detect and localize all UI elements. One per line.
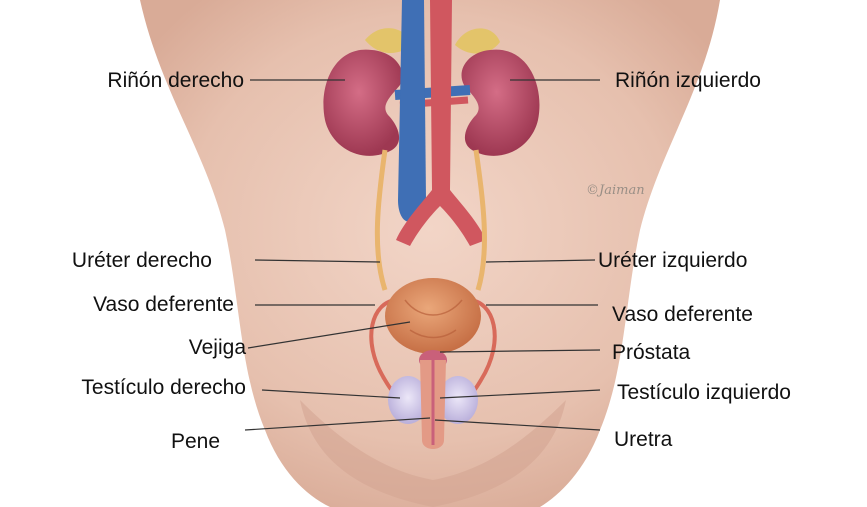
label-ureter-right: Uréter derecho <box>10 250 212 271</box>
label-kidney-left: Riñón izquierdo <box>615 70 761 91</box>
bladder-shape <box>385 278 481 354</box>
vena-cava <box>398 0 426 222</box>
label-testicle-left: Testículo izquierdo <box>617 382 791 403</box>
label-ureter-left: Uréter izquierdo <box>598 250 747 271</box>
artist-signature: ©Jaiman <box>586 183 645 198</box>
label-vas-deferens-left: Vaso deferente <box>612 304 753 325</box>
label-prostate: Próstata <box>612 342 690 363</box>
label-bladder: Vejiga <box>140 337 246 358</box>
label-vas-deferens-right: Vaso deferente <box>30 294 234 315</box>
label-kidney-right: Riñón derecho <box>44 70 244 91</box>
label-testicle-right: Testículo derecho <box>8 377 246 398</box>
label-penis: Pene <box>140 431 220 452</box>
label-urethra: Uretra <box>614 429 672 450</box>
